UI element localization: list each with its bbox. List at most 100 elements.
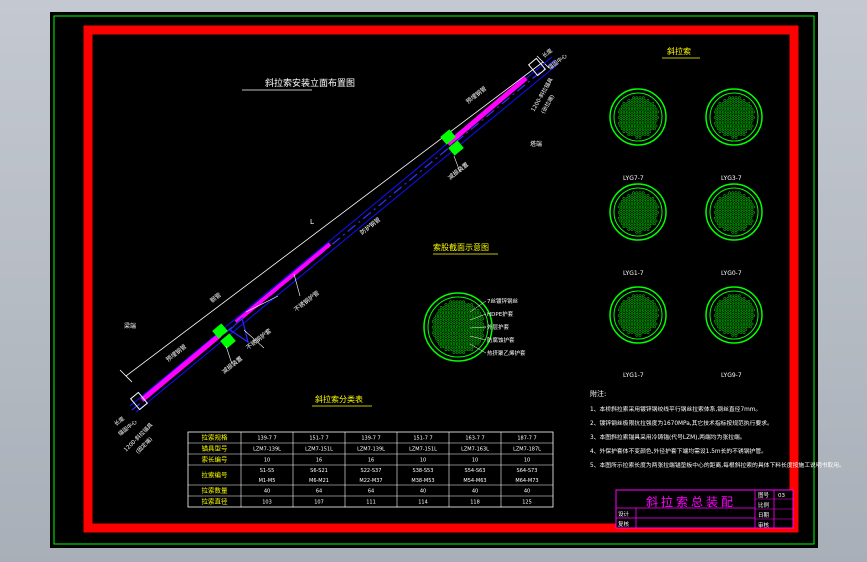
wire-strand [622,305,626,309]
wire-strand [638,135,642,139]
wire-strand [468,306,472,309]
wire-strand [737,96,741,100]
wire-strand [729,110,733,114]
table-header-cell: 163-7 7 [465,436,484,442]
wire-strand [449,317,453,321]
wire-strand [635,107,639,111]
wire-strand [617,121,621,125]
wire-strand [625,202,629,206]
wire-strand [645,208,648,212]
wire-strand [452,345,456,349]
wire-strand [723,121,727,125]
wire-strand [635,191,639,195]
wire-strand [742,99,746,103]
wire-strand [734,305,738,309]
wire-strand [718,113,722,117]
wire-strand [619,311,623,315]
wire-strand [643,331,647,334]
wire-strand [622,107,626,111]
wire-strand [649,314,653,317]
wire-strand [625,300,629,303]
wire-strand [745,308,749,312]
table-cell: 拉索编号 [202,470,229,479]
note-2: 2、镀锌钢丝极限抗拉强度为1670MPa,其它技术指标按规范执行要求。 [590,419,773,427]
wire-strand [640,302,643,306]
table-cell: 103 [262,500,272,506]
wire-strand [715,316,719,320]
wire-strand [641,311,645,315]
wire-strand [457,314,461,318]
wire-strand [725,130,728,134]
callout-leader [469,335,487,341]
wire-strand [640,194,643,198]
wire-strand [728,124,731,128]
wire-strand [741,311,744,315]
wire-strand [749,302,752,306]
red-frame [83,25,799,533]
wire-strand [457,331,461,335]
wire-strand [627,194,631,198]
wire-strand [749,116,752,119]
wire-strand [736,331,739,334]
wire-strand [747,197,751,200]
wire-strand [635,316,639,320]
wire-strand [433,317,437,321]
wire-strand [656,116,659,119]
wire-strand [728,118,731,122]
wire-strand [731,124,735,128]
wire-strand [747,219,751,223]
wire-strand [646,121,650,125]
wire-strand [629,130,632,134]
wire-strand [462,328,466,332]
wire-strand [728,294,731,298]
wire-strand [744,130,747,134]
wire-strand [633,121,637,125]
table-cell: M1-M5 [259,478,276,484]
wire-strand [720,199,723,203]
tb-field-4: 审核 [758,521,770,529]
lower-damper-a [212,323,228,339]
cable-type-circle-5 [609,286,667,344]
wire-strand [630,121,634,125]
wire-strand [744,219,747,223]
wire-strand [470,314,474,318]
wire-strand [749,104,752,108]
wire-strand [653,314,656,317]
wire-strand [475,322,478,326]
notes-title: 附注: [590,389,606,398]
wire-strand [630,308,634,312]
anchor-top [527,57,547,77]
wire-strand [733,121,736,125]
cable-type-circle-2 [705,88,763,146]
wire-strand [633,325,637,329]
wire-strand [654,322,658,326]
wire-strand [742,297,746,301]
wire-strand [744,107,747,111]
wire-strand [717,319,720,323]
wire-strand [624,216,627,220]
wire-strand [446,306,450,309]
wire-strand [630,319,634,323]
wire-strand [629,208,632,212]
wire-strand [653,110,656,114]
wire-strand [726,110,730,114]
wire-strand [723,222,727,226]
wire-strand [737,213,741,217]
wire-strand [729,319,733,323]
wire-strand [459,306,462,309]
wire-strand [451,325,454,329]
wire-strand [635,213,639,217]
wire-strand [481,328,485,332]
wire-strand [619,107,623,111]
wire-strand [737,102,741,105]
wire-strand [627,228,631,231]
wire-strand [729,194,733,198]
leader-lower-damper [225,345,233,365]
wire-strand [747,311,751,315]
wire-strand [725,328,728,332]
wire-strand [726,297,730,301]
wire-strand [739,319,743,323]
table-cell: 16 [368,458,374,464]
wire-strand [744,202,747,206]
